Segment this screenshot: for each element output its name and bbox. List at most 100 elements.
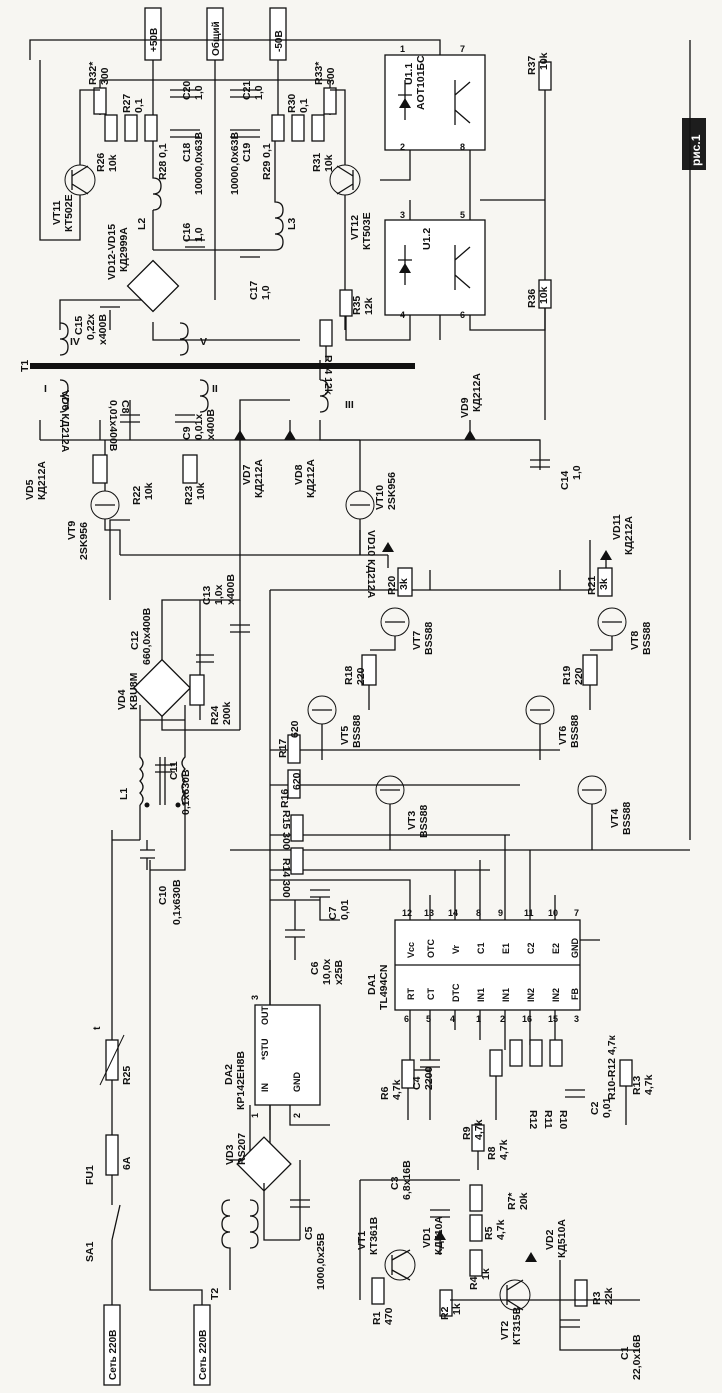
- resistor-r12: [509, 1039, 523, 1067]
- resistor-r27: [124, 114, 138, 142]
- svg-text:CT: CT: [426, 988, 436, 1000]
- svg-text:0,1: 0,1: [133, 98, 145, 113]
- svg-text:R36: R36: [526, 289, 538, 308]
- svg-text:C2: C2: [589, 1101, 601, 1115]
- svg-text:R11: R11: [542, 1110, 554, 1129]
- svg-text:VD12-VD15: VD12-VD15: [106, 224, 118, 280]
- svg-text:АОТ101БС: АОТ101БС: [415, 55, 427, 110]
- svg-text:7: 7: [460, 44, 465, 54]
- svg-text:T1: T1: [19, 360, 31, 372]
- svg-text:C3: C3: [389, 1176, 401, 1190]
- svg-text:R17: R17: [277, 739, 289, 758]
- svg-text:R19: R19: [561, 666, 573, 685]
- svg-text:R7*: R7*: [506, 1192, 518, 1210]
- svg-text:RS207: RS207: [236, 1133, 248, 1165]
- resistor-r32: [93, 87, 107, 115]
- svg-text:C19: C19: [241, 143, 253, 162]
- svg-text:16: 16: [522, 1014, 532, 1024]
- resistor-r5: [469, 1214, 483, 1242]
- figure-label: рис.1: [689, 134, 703, 166]
- resistor-r26: [104, 114, 118, 142]
- svg-text:R14 300: R14 300: [280, 858, 292, 898]
- svg-text:t: t: [91, 1026, 103, 1030]
- svg-text:TL494CN: TL494CN: [378, 964, 390, 1010]
- resistor-r16: [287, 769, 301, 799]
- svg-text:R29 0,1: R29 0,1: [261, 143, 273, 180]
- optocoupler-u1-1: [384, 54, 486, 151]
- svg-text:R32*: R32*: [87, 61, 99, 85]
- resistor-r11: [529, 1039, 543, 1067]
- svg-text:1,0: 1,0: [260, 285, 272, 300]
- svg-text:VT11: VT11: [51, 200, 63, 225]
- resistor-r3: [574, 1279, 588, 1307]
- svg-text:T2: T2: [209, 1288, 221, 1300]
- svg-text:0,1x630В: 0,1x630В: [171, 879, 183, 925]
- bridge-vd3: [236, 1136, 292, 1192]
- svg-text:R10-R12 4,7к: R10-R12 4,7к: [606, 1034, 618, 1100]
- resistor-r30: [291, 114, 305, 142]
- svg-text:1,0: 1,0: [193, 85, 205, 100]
- svg-text:FU1: FU1: [84, 1165, 96, 1185]
- svg-text:R13: R13: [631, 1076, 643, 1095]
- svg-text:R10: R10: [557, 1110, 569, 1129]
- svg-text:13: 13: [424, 908, 434, 918]
- svg-text:IV: IV: [70, 336, 80, 348]
- svg-text:IN2: IN2: [526, 988, 536, 1002]
- svg-text:1000,0x25В: 1000,0x25В: [315, 1232, 327, 1290]
- svg-text:U1.1: U1.1: [403, 63, 415, 85]
- terminal-common: Общий: [206, 7, 224, 61]
- svg-text:2SK956: 2SK956: [78, 522, 90, 560]
- svg-text:VT12: VT12: [349, 215, 361, 240]
- svg-text:4: 4: [400, 310, 405, 320]
- svg-text:КТ502Е: КТ502Е: [63, 194, 75, 232]
- svg-text:R31: R31: [311, 153, 323, 172]
- svg-text:3: 3: [400, 210, 405, 220]
- svg-text:10k: 10k: [538, 286, 550, 304]
- svg-text:R9: R9: [461, 1126, 473, 1140]
- resistor-r34: [319, 319, 333, 347]
- svg-text:R16: R16: [279, 789, 291, 808]
- svg-text:9: 9: [498, 908, 503, 918]
- resistor-r7: [469, 1184, 483, 1212]
- svg-text:BSS88: BSS88: [621, 802, 633, 835]
- svg-text:Сеть 220В: Сеть 220В: [108, 1330, 119, 1380]
- regulator-da2: [254, 1004, 321, 1106]
- svg-text:C17: C17: [248, 281, 260, 300]
- svg-text:2200: 2200: [423, 1066, 435, 1090]
- resistor-r28: [144, 114, 158, 142]
- svg-text:11: 11: [524, 908, 534, 918]
- svg-text:C12: C12: [129, 631, 141, 650]
- svg-text:VT2: VT2: [499, 1321, 511, 1340]
- bridge-vd12-vd15: [126, 259, 180, 313]
- resistor-r10: [549, 1039, 563, 1067]
- svg-text:*STU: *STU: [260, 1038, 270, 1060]
- svg-text:620: 620: [291, 772, 303, 790]
- svg-text:R37: R37: [526, 56, 538, 75]
- svg-text:L2: L2: [136, 218, 148, 230]
- svg-text:12k: 12k: [363, 297, 375, 315]
- resistor-r14: [290, 847, 304, 875]
- svg-text:7: 7: [574, 908, 579, 918]
- svg-text:VT7: VT7: [411, 631, 423, 650]
- svg-text:IN: IN: [260, 1083, 270, 1092]
- svg-text:R18: R18: [343, 666, 355, 685]
- resistor-r15: [290, 814, 304, 842]
- svg-text:-50В: -50В: [274, 30, 285, 52]
- svg-text:GND: GND: [570, 938, 580, 959]
- svg-text:2: 2: [400, 142, 405, 152]
- svg-text:8: 8: [460, 142, 465, 152]
- svg-text:10k: 10k: [143, 482, 155, 500]
- svg-text:R2: R2: [439, 1306, 451, 1320]
- svg-text:C14: C14: [559, 471, 571, 490]
- svg-text:4,7k: 4,7k: [391, 1079, 403, 1100]
- svg-text:VT8: VT8: [629, 631, 641, 650]
- svg-text:3: 3: [574, 1014, 579, 1024]
- svg-text:x400В: x400В: [97, 314, 109, 345]
- svg-text:КД212А: КД212А: [623, 516, 635, 555]
- svg-text:R22: R22: [131, 486, 143, 505]
- svg-text:VT6: VT6: [557, 726, 569, 745]
- svg-text:4: 4: [450, 1014, 455, 1024]
- svg-text:300: 300: [99, 67, 111, 85]
- svg-text:R25: R25: [121, 1066, 133, 1085]
